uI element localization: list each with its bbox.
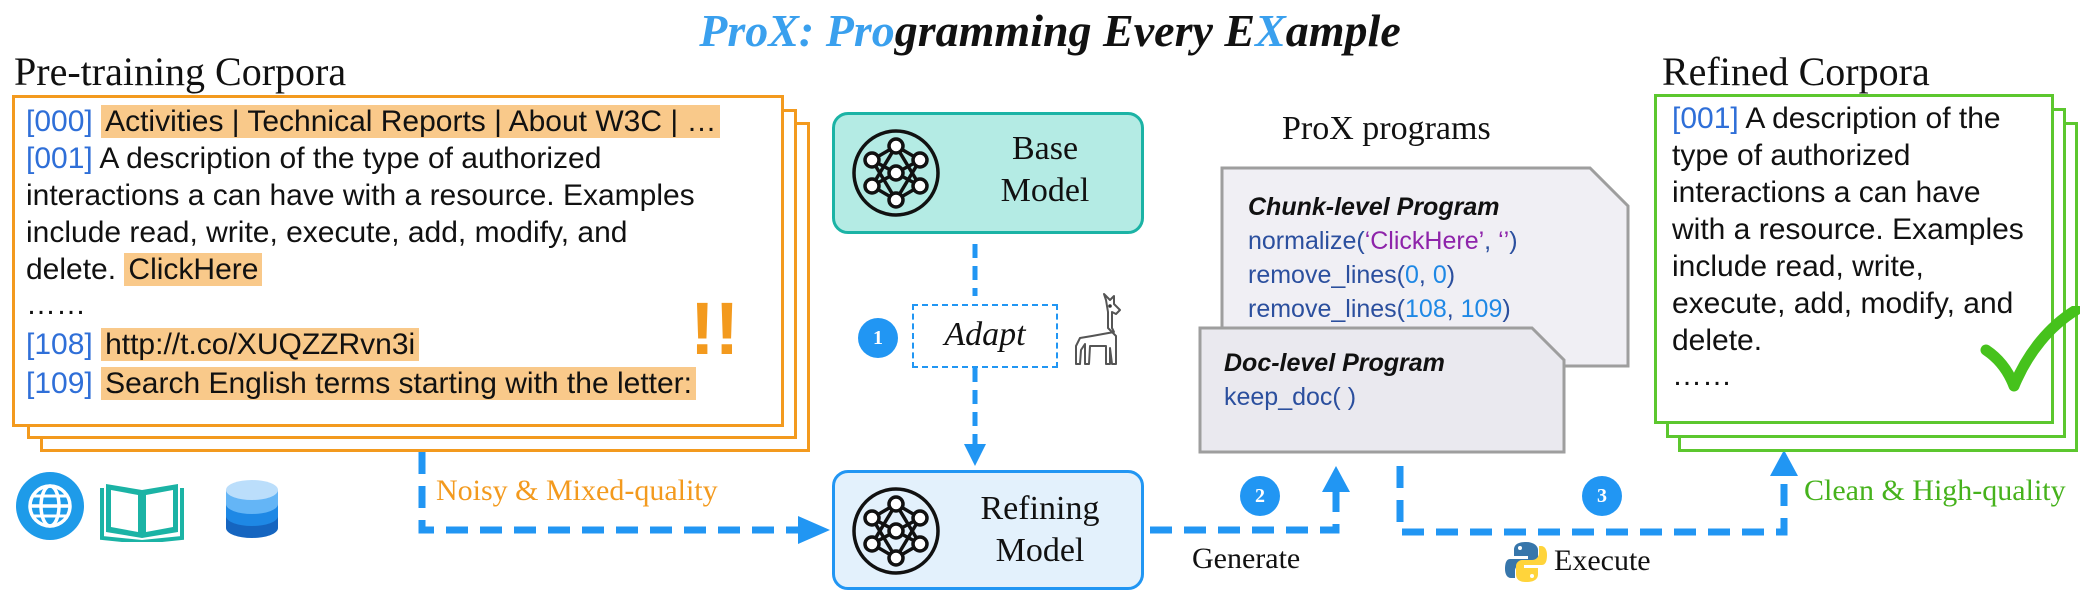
globe-icon [16, 472, 84, 540]
doc-line-001-cont2: include read, write, execute, add, modif… [26, 216, 628, 249]
refined-line: delete. [1672, 324, 1763, 357]
refined-document [1654, 94, 2054, 424]
diagram-title: ProX: Programming Every EXample [699, 5, 1401, 56]
adapt-arrow [964, 244, 986, 466]
chunk-program-title: Chunk-level Program [1248, 193, 1500, 221]
neural-network-icon [852, 487, 940, 575]
adapt-box: Adapt [912, 304, 1058, 368]
chunk-program-line-2: remove_lines(0, 0) [1248, 261, 1456, 289]
refined-line: interactions a can have [1672, 176, 1981, 209]
python-icon [1505, 542, 1547, 582]
doc-line-109: [109] Search English terms starting with… [26, 365, 696, 402]
book-icon [100, 484, 184, 542]
llama-icon [1075, 293, 1121, 365]
neural-network-icon [852, 129, 940, 217]
refined-line: type of authorized [1672, 139, 1911, 172]
generate-arrow [1150, 466, 1350, 534]
heading-refined-corpora: Refined Corpora [1662, 49, 1930, 94]
check-icon [1980, 306, 2080, 392]
label-noisy-mixed-quality: Noisy & Mixed-quality [436, 474, 718, 507]
step-1-badge: 1 [858, 318, 898, 358]
doc-program-card-bg [1198, 326, 1566, 454]
doc-line-001-cont3: delete. ClickHere [26, 251, 263, 288]
source-icons [16, 472, 278, 542]
refined-line: include read, write, [1672, 250, 1924, 283]
heading-prox-programs: ProX programs [1282, 110, 1491, 147]
doc-program-title: Doc-level Program [1224, 349, 1445, 377]
doc-line-108: [108] http://t.co/XUQZZRvn3i [26, 326, 420, 363]
alert-icon: !! [690, 287, 740, 370]
doc-ellipsis: …… [26, 288, 86, 321]
label-generate: Generate [1192, 542, 1301, 575]
step-2-badge: 2 [1240, 476, 1280, 516]
noisy-input-arrow [418, 452, 830, 544]
label-clean-high-quality: Clean & High-quality [1804, 474, 2066, 507]
label-execute: Execute [1554, 544, 1651, 577]
doc-line-001-cont1: interactions a can have with a resource.… [26, 179, 695, 212]
refined-ellipsis: …… [1672, 359, 1732, 392]
chunk-program-line-1: normalize(‘ClickHere’, ‘’) [1248, 227, 1518, 255]
doc-line-000: [000] Activities | Technical Reports | A… [26, 103, 721, 140]
heading-pretraining-corpora: Pre-training Corpora [14, 49, 347, 94]
refined-line-001: [001] A description of the [1672, 102, 2001, 135]
doc-program-line: keep_doc( ) [1224, 383, 1357, 411]
doc-line-001: [001] A description of the type of autho… [26, 142, 602, 175]
step-3-badge: 3 [1582, 476, 1622, 516]
refined-line: with a resource. Examples [1672, 213, 2024, 246]
execute-arrow [1396, 450, 1798, 536]
chunk-program-line-3: remove_lines(108, 109) [1248, 295, 1511, 323]
database-icon [226, 480, 278, 538]
refined-line: execute, add, modify, and [1672, 287, 2014, 320]
